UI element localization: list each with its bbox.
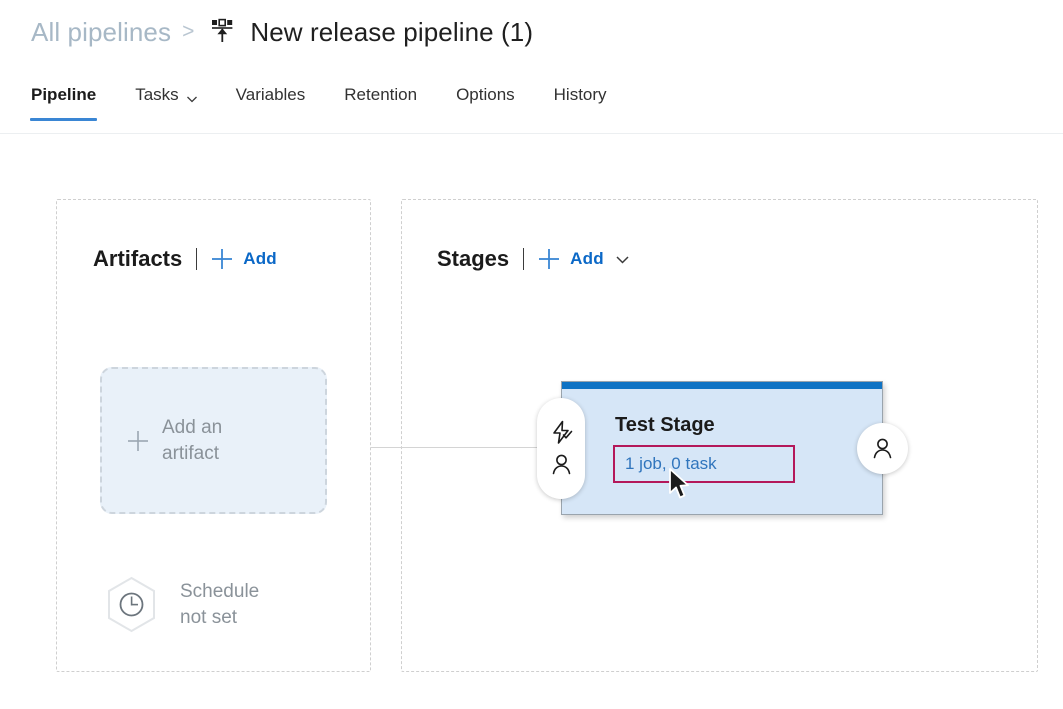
breadcrumb-separator: > [182, 20, 195, 43]
artifacts-panel: Artifacts Add [56, 199, 371, 672]
chevron-down-icon[interactable] [615, 252, 629, 266]
stages-header-divider [523, 248, 525, 270]
tab-options[interactable]: Options [455, 82, 516, 121]
chevron-down-icon[interactable] [186, 90, 197, 102]
schedule-label: Schedule not set [180, 579, 259, 631]
schedule-label-line2: not set [180, 606, 238, 628]
artifacts-title: Artifacts [93, 246, 183, 271]
tab-history[interactable]: History [553, 82, 608, 121]
tab-pipeline[interactable]: Pipeline [30, 82, 98, 121]
tab-label: History [553, 85, 607, 104]
add-an-artifact-button[interactable]: Add an artifact [100, 367, 327, 514]
artifacts-header-divider [196, 248, 198, 270]
add-stage-link[interactable]: Add [570, 249, 604, 268]
stages-header: Stages Add [437, 246, 629, 272]
clock-icon [102, 575, 161, 634]
artifacts-header: Artifacts Add [93, 246, 277, 272]
stage-jobs-highlight: 1 job, 0 task [613, 445, 795, 483]
add-artifact-label-line2: artifact [162, 442, 220, 464]
stages-panel: Stages Add [401, 199, 1038, 672]
tab-retention[interactable]: Retention [343, 82, 418, 121]
pre-deployment-conditions[interactable] [537, 398, 585, 499]
breadcrumb: All pipelines > New release pipeline (1) [31, 10, 533, 54]
add-artifact-label-line1: Add an [162, 416, 223, 438]
tab-variables[interactable]: Variables [235, 82, 307, 121]
tab-label: Tasks [135, 85, 179, 104]
page-title: New release pipeline (1) [250, 16, 534, 47]
breadcrumb-all-pipelines-link[interactable]: All pipelines [31, 16, 172, 47]
stage-name: Test Stage [615, 414, 715, 436]
lightning-bolt-check-icon[interactable] [549, 420, 574, 445]
stage-jobs-link[interactable]: 1 job, 0 task [625, 454, 717, 473]
tab-label: Options [456, 85, 515, 104]
plus-icon[interactable] [538, 248, 560, 270]
post-deployment-conditions[interactable] [857, 423, 908, 474]
stages-title: Stages [437, 246, 510, 271]
schedule-trigger[interactable]: Schedule not set [102, 575, 259, 634]
release-pipeline-icon [209, 17, 235, 47]
tab-bar: Pipeline Tasks Variables Retention Options Hi… [0, 82, 1063, 134]
plus-icon [126, 429, 150, 453]
stage-status-bar [562, 382, 882, 389]
artifact-stage-connector [371, 447, 561, 448]
add-artifact-label: Add an artifact [162, 415, 222, 467]
person-icon[interactable] [870, 436, 895, 461]
tab-label: Variables [235, 85, 306, 104]
tab-label: Retention [344, 85, 418, 104]
tab-label: Pipeline [31, 85, 97, 104]
tab-tasks[interactable]: Tasks [134, 82, 197, 121]
person-icon[interactable] [549, 452, 574, 477]
plus-icon[interactable] [211, 248, 233, 270]
stage-card-test-stage[interactable]: Test Stage 1 job, 0 task [561, 381, 883, 515]
schedule-label-line1: Schedule [180, 580, 260, 602]
add-artifact-link[interactable]: Add [243, 249, 277, 268]
